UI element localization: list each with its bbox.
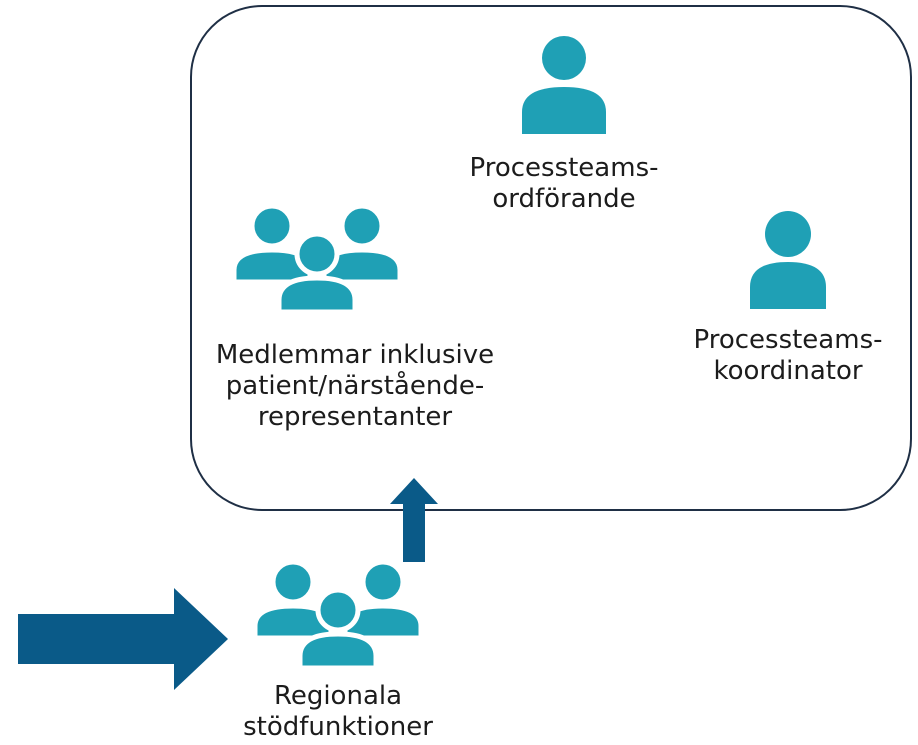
- members-label: Medlemmar inklusive patient/närstående- …: [215, 340, 495, 432]
- group-icon-members: [232, 203, 402, 312]
- process-team-frame: [190, 5, 912, 511]
- arrow-right-icon: [18, 588, 228, 690]
- arrow-up-icon: [390, 478, 438, 562]
- regional-label: Regionala stödfunktioner: [243, 681, 433, 742]
- group-icon-regional: [253, 559, 423, 668]
- person-icon-coordinator: [750, 211, 826, 309]
- chair-label: Processteams- ordförande: [469, 153, 659, 214]
- coordinator-label: Processteams- koordinator: [693, 325, 883, 386]
- person-icon-chair: [522, 36, 606, 134]
